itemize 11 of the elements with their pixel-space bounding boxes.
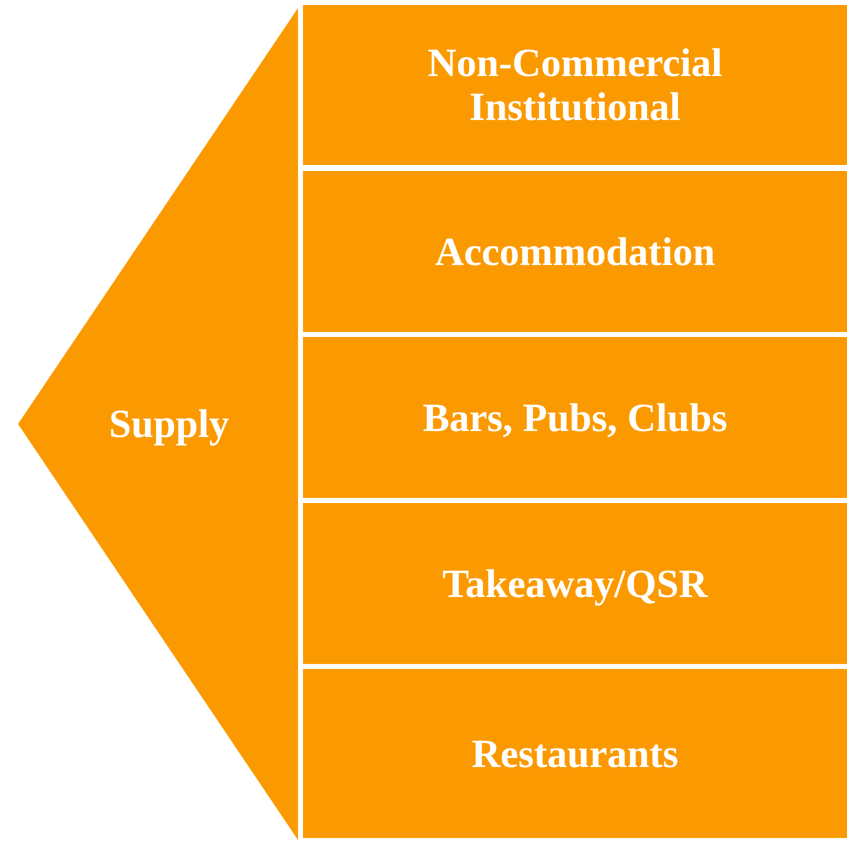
category-label: Restaurants xyxy=(472,732,678,776)
category-box xyxy=(303,171,847,332)
category-box xyxy=(303,669,847,838)
category-label: Bars, Pubs, Clubs xyxy=(422,396,728,440)
category-label: Non-Commercial Institutional xyxy=(426,41,724,129)
category-label: Takeaway/QSR xyxy=(442,562,708,606)
category-label: Accommodation xyxy=(435,230,715,274)
category-box xyxy=(303,337,847,498)
category-box xyxy=(303,5,847,165)
supply-label: Supply xyxy=(109,402,230,446)
category-box xyxy=(303,503,847,664)
